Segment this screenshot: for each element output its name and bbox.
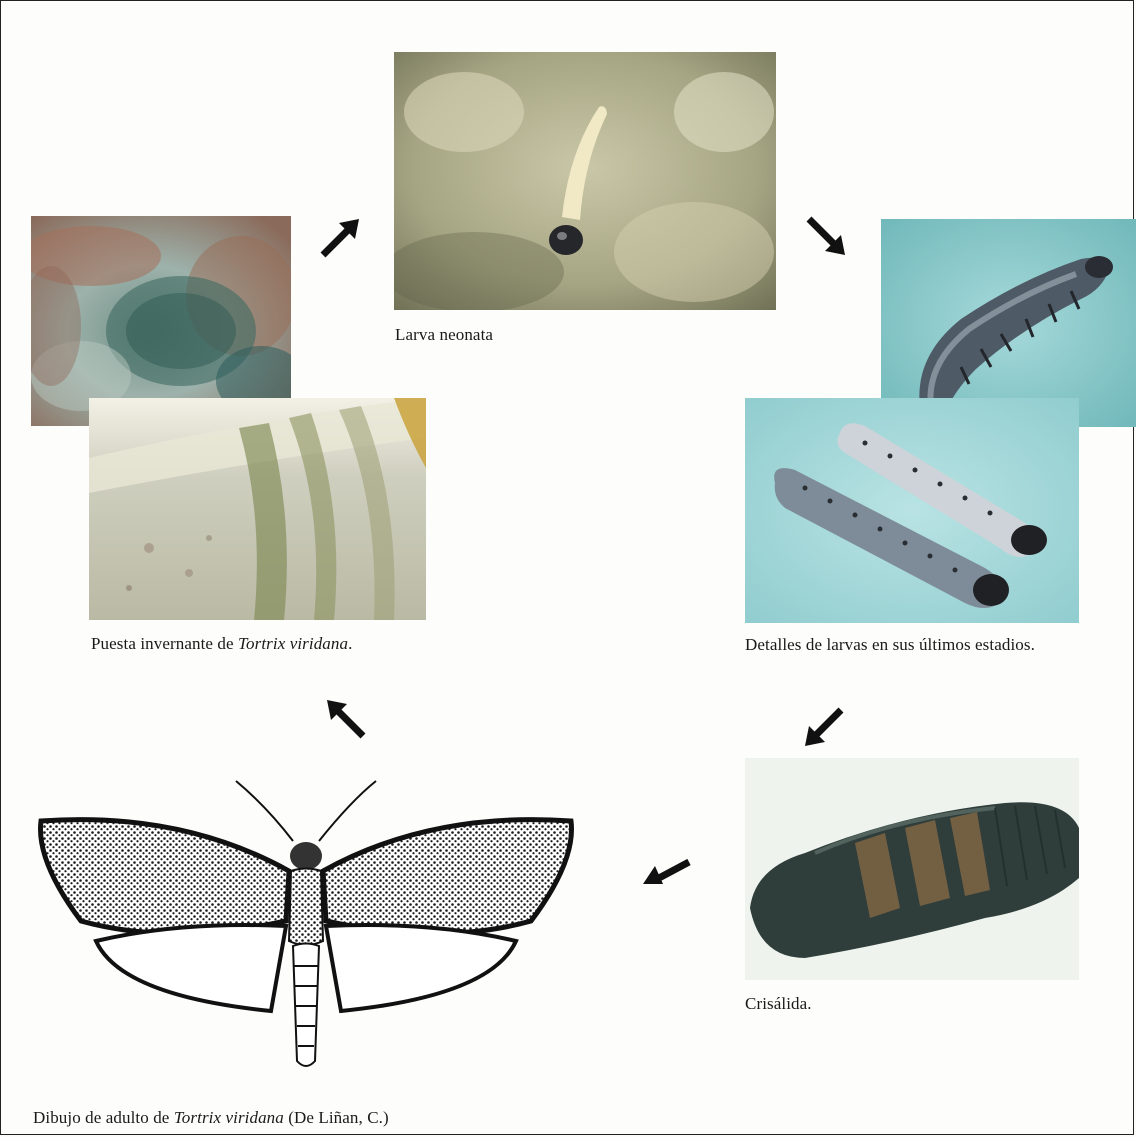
caption-puesta-prefix: Puesta invernante de	[91, 634, 238, 653]
caption-crisalida: Crisálida.	[745, 994, 812, 1014]
adult-moth-drawing	[31, 771, 581, 1091]
caption-larva-neonata: Larva neonata	[395, 325, 493, 345]
arrow-down-right-icon	[805, 215, 851, 259]
caption-detalles: Detalles de larvas en sus últimos estadi…	[745, 635, 1035, 655]
late-larvae-pair-photo	[745, 398, 1079, 623]
caption-puesta-suffix: .	[348, 634, 352, 653]
caption-puesta-species: Tortrix viridana	[238, 634, 348, 653]
neonate-larva-photo	[394, 52, 776, 310]
late-larva-single-photo	[881, 219, 1136, 427]
caption-dibujo-suffix: (De Liñan, C.)	[284, 1108, 389, 1127]
caption-puesta: Puesta invernante de Tortrix viridana.	[91, 634, 352, 654]
caption-dibujo: Dibujo de adulto de Tortrix viridana (De…	[33, 1108, 389, 1128]
arrow-down-left-icon	[799, 706, 845, 750]
arrow-left-icon	[641, 854, 693, 888]
caption-dibujo-prefix: Dibujo de adulto de	[33, 1108, 174, 1127]
pupa-photo	[745, 758, 1079, 980]
arrow-up-right-icon	[319, 215, 365, 259]
egg-mass-branch-photo	[89, 398, 426, 620]
arrow-up-left-icon	[321, 696, 367, 740]
caption-dibujo-species: Tortrix viridana	[174, 1108, 284, 1127]
egg-mass-closeup-photo	[31, 216, 291, 426]
